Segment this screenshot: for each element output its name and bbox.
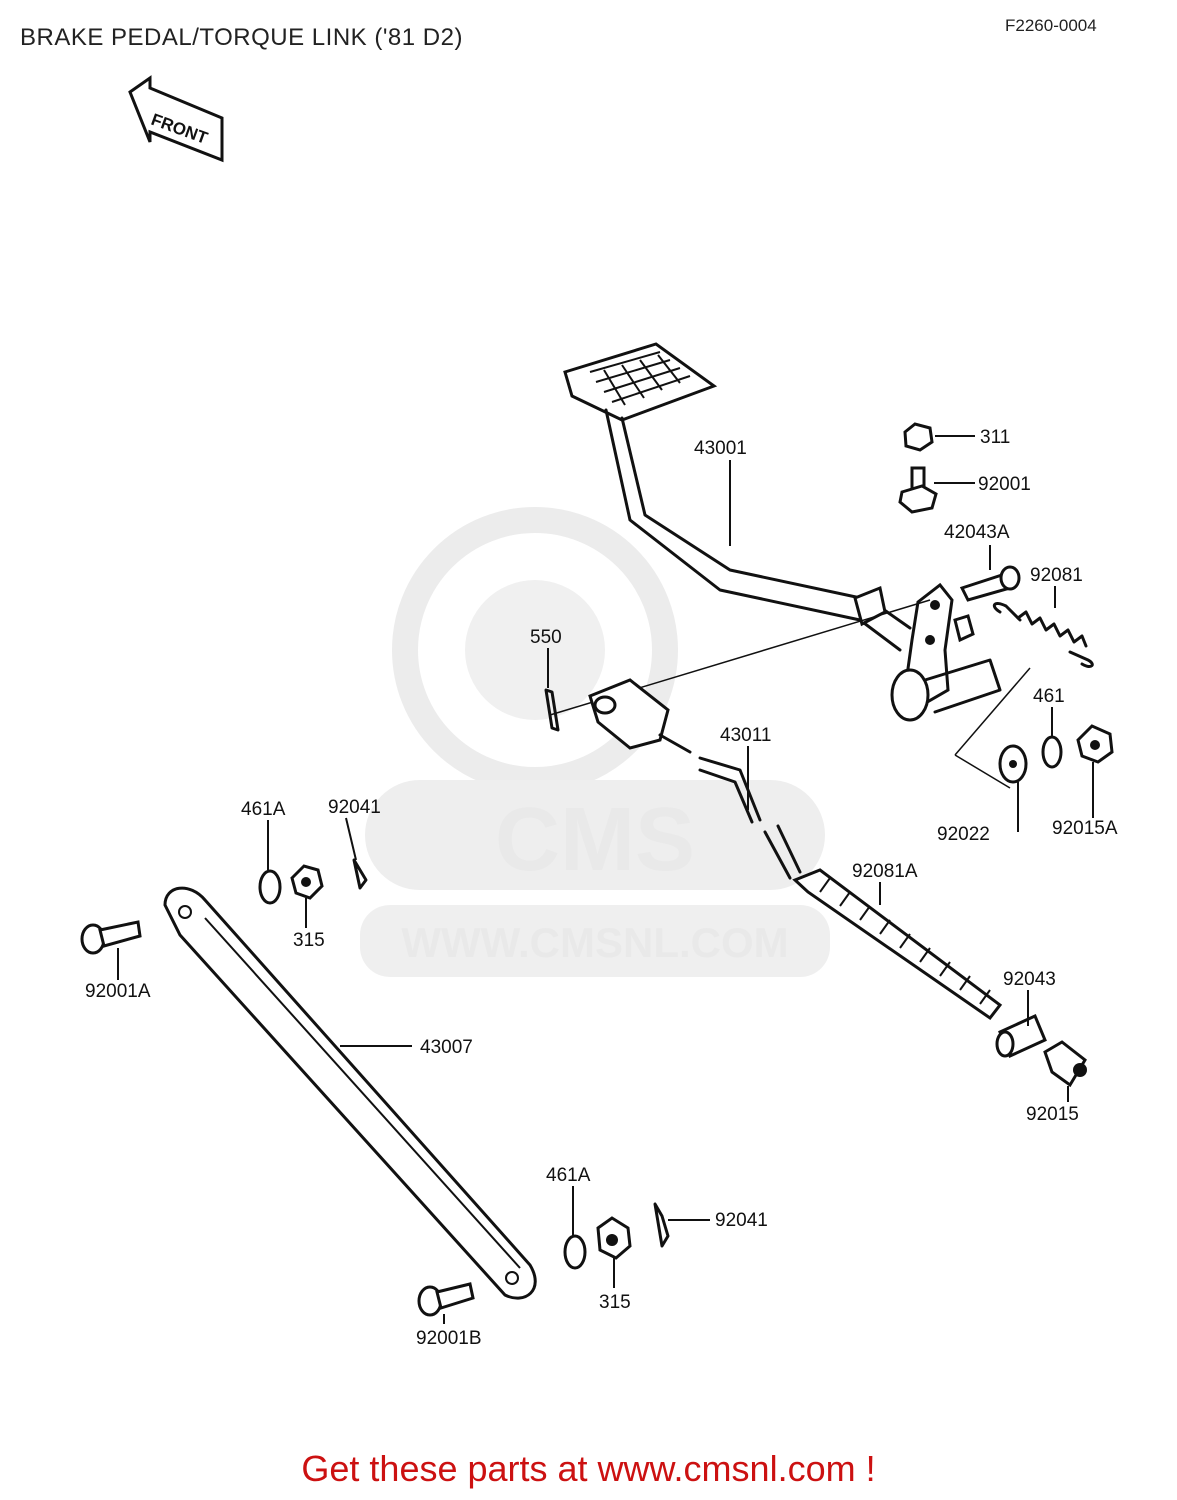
callout-43007: 43007 <box>420 1037 473 1058</box>
watermark-url-text: WWW.CMSNL.COM <box>401 919 788 966</box>
callout-labels: 311 92001 43001 42043A 92081 550 461 430… <box>85 427 1118 1349</box>
brake-pedal-part <box>563 342 1002 722</box>
nut-311-part <box>903 422 934 452</box>
callout-92022: 92022 <box>937 824 990 845</box>
r-clip-92041-bottom-part <box>653 1202 670 1248</box>
watermark-logo-face <box>465 580 605 720</box>
bolt-92001B-part <box>417 1282 475 1317</box>
callout-461: 461 <box>1033 686 1065 707</box>
callout-92081A: 92081A <box>852 861 918 882</box>
callout-92081: 92081 <box>1030 565 1083 586</box>
callout-550: 550 <box>530 627 562 648</box>
r-clip-92041-top-part <box>352 858 368 890</box>
callout-92015: 92015 <box>1026 1104 1079 1125</box>
callout-42043A: 42043A <box>944 522 1010 543</box>
bolt-92001-part <box>898 466 938 514</box>
callout-311: 311 <box>980 427 1010 448</box>
watermark: CMS WWW.CMSNL.COM <box>360 507 830 977</box>
watermark-logo-text: CMS <box>495 790 695 890</box>
pin-42043A-part <box>959 565 1021 602</box>
callout-315-bottom: 315 <box>599 1292 631 1313</box>
trunnion-92043-part <box>995 1013 1047 1059</box>
callout-92041-bottom: 92041 <box>715 1210 768 1231</box>
callout-92043: 92043 <box>1003 969 1056 990</box>
spring-92081-part <box>992 602 1094 668</box>
callout-92001A: 92001A <box>85 981 151 1002</box>
callout-43001: 43001 <box>694 438 747 459</box>
front-arrow-icon: FRONT <box>128 75 224 163</box>
bolt-92001A-part <box>80 920 142 955</box>
diagram-code: F2260-0004 <box>1005 16 1097 35</box>
page-title: BRAKE PEDAL/TORQUE LINK ('81 D2) <box>20 24 463 51</box>
clevis-part <box>588 678 692 754</box>
watermark-url-badge <box>360 905 830 977</box>
callout-461A-top: 461A <box>241 799 286 820</box>
callout-92041-top: 92041 <box>328 797 381 818</box>
footer-link[interactable]: Get these parts at www.cmsnl.com ! <box>301 1448 876 1489</box>
callout-315-top: 315 <box>293 930 325 951</box>
washer-461A-top-part <box>258 869 282 905</box>
cotter-pin-550-part <box>544 688 560 732</box>
brake-rod-43011-part <box>698 756 762 822</box>
callout-92001: 92001 <box>978 474 1031 495</box>
nut-92015-part <box>1043 1040 1087 1088</box>
callout-92001B: 92001B <box>416 1328 482 1349</box>
watermark-badge <box>365 780 825 890</box>
callout-461A-bottom: 461A <box>546 1165 591 1186</box>
callout-43011: 43011 <box>720 725 771 746</box>
washer-461A-bottom-part <box>563 1234 587 1270</box>
threaded-rod-92081A-part <box>792 868 1003 1021</box>
washer-461-part <box>1041 735 1063 769</box>
leader-lines <box>117 435 1094 1324</box>
callout-92015A: 92015A <box>1052 818 1118 839</box>
torque-link-43007-part <box>163 886 537 1300</box>
